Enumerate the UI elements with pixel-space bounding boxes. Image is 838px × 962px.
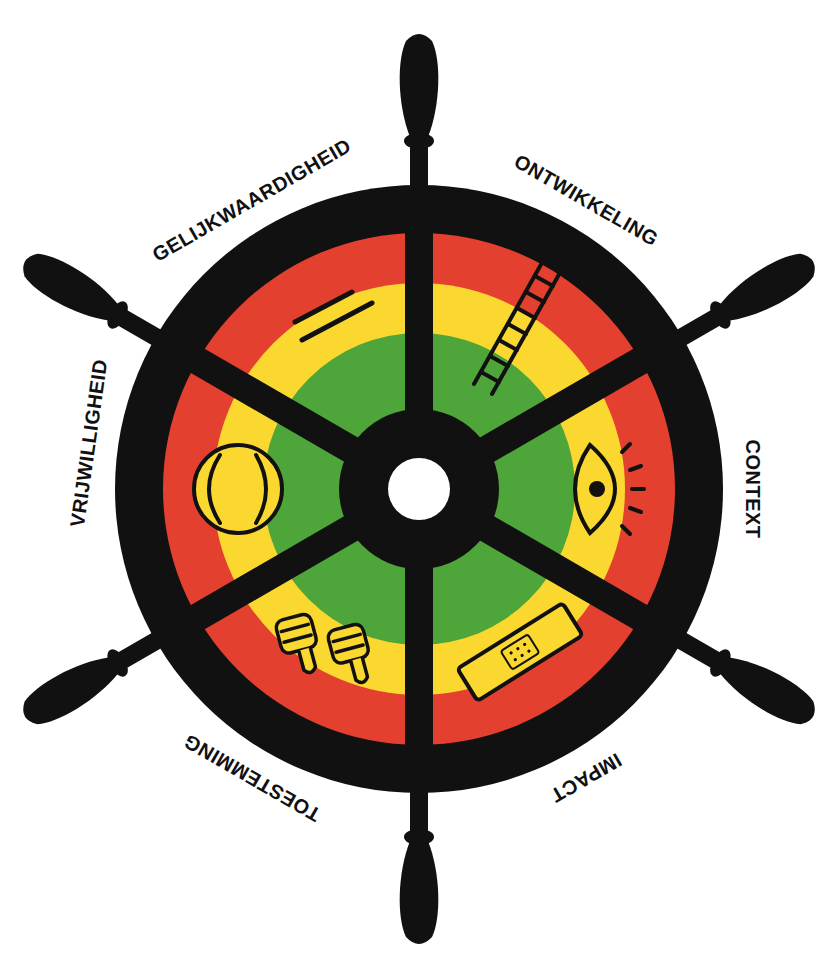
wheel-hub (339, 409, 499, 569)
section-label: TOESTEMMING (177, 728, 328, 829)
section-label: GELIJKWAARDIGHEID (146, 132, 358, 268)
wheel-spokes (160, 190, 678, 788)
thumbs-down-icon (274, 613, 376, 688)
smiley-icon (194, 445, 282, 533)
wheel-rim (115, 185, 723, 793)
section-label: ONTWIKKELING (507, 147, 665, 252)
section-label: CONTEXT (741, 436, 765, 541)
equals-icon (295, 292, 372, 340)
hub-hole (388, 458, 450, 520)
section-label: IMPACT (544, 747, 629, 810)
wheel-handles (15, 34, 822, 944)
plaster-icon (457, 603, 582, 701)
section-label: VRIJWILLIGHEID (64, 354, 112, 531)
eye-icon (575, 444, 644, 534)
ladder-icon (474, 252, 566, 394)
